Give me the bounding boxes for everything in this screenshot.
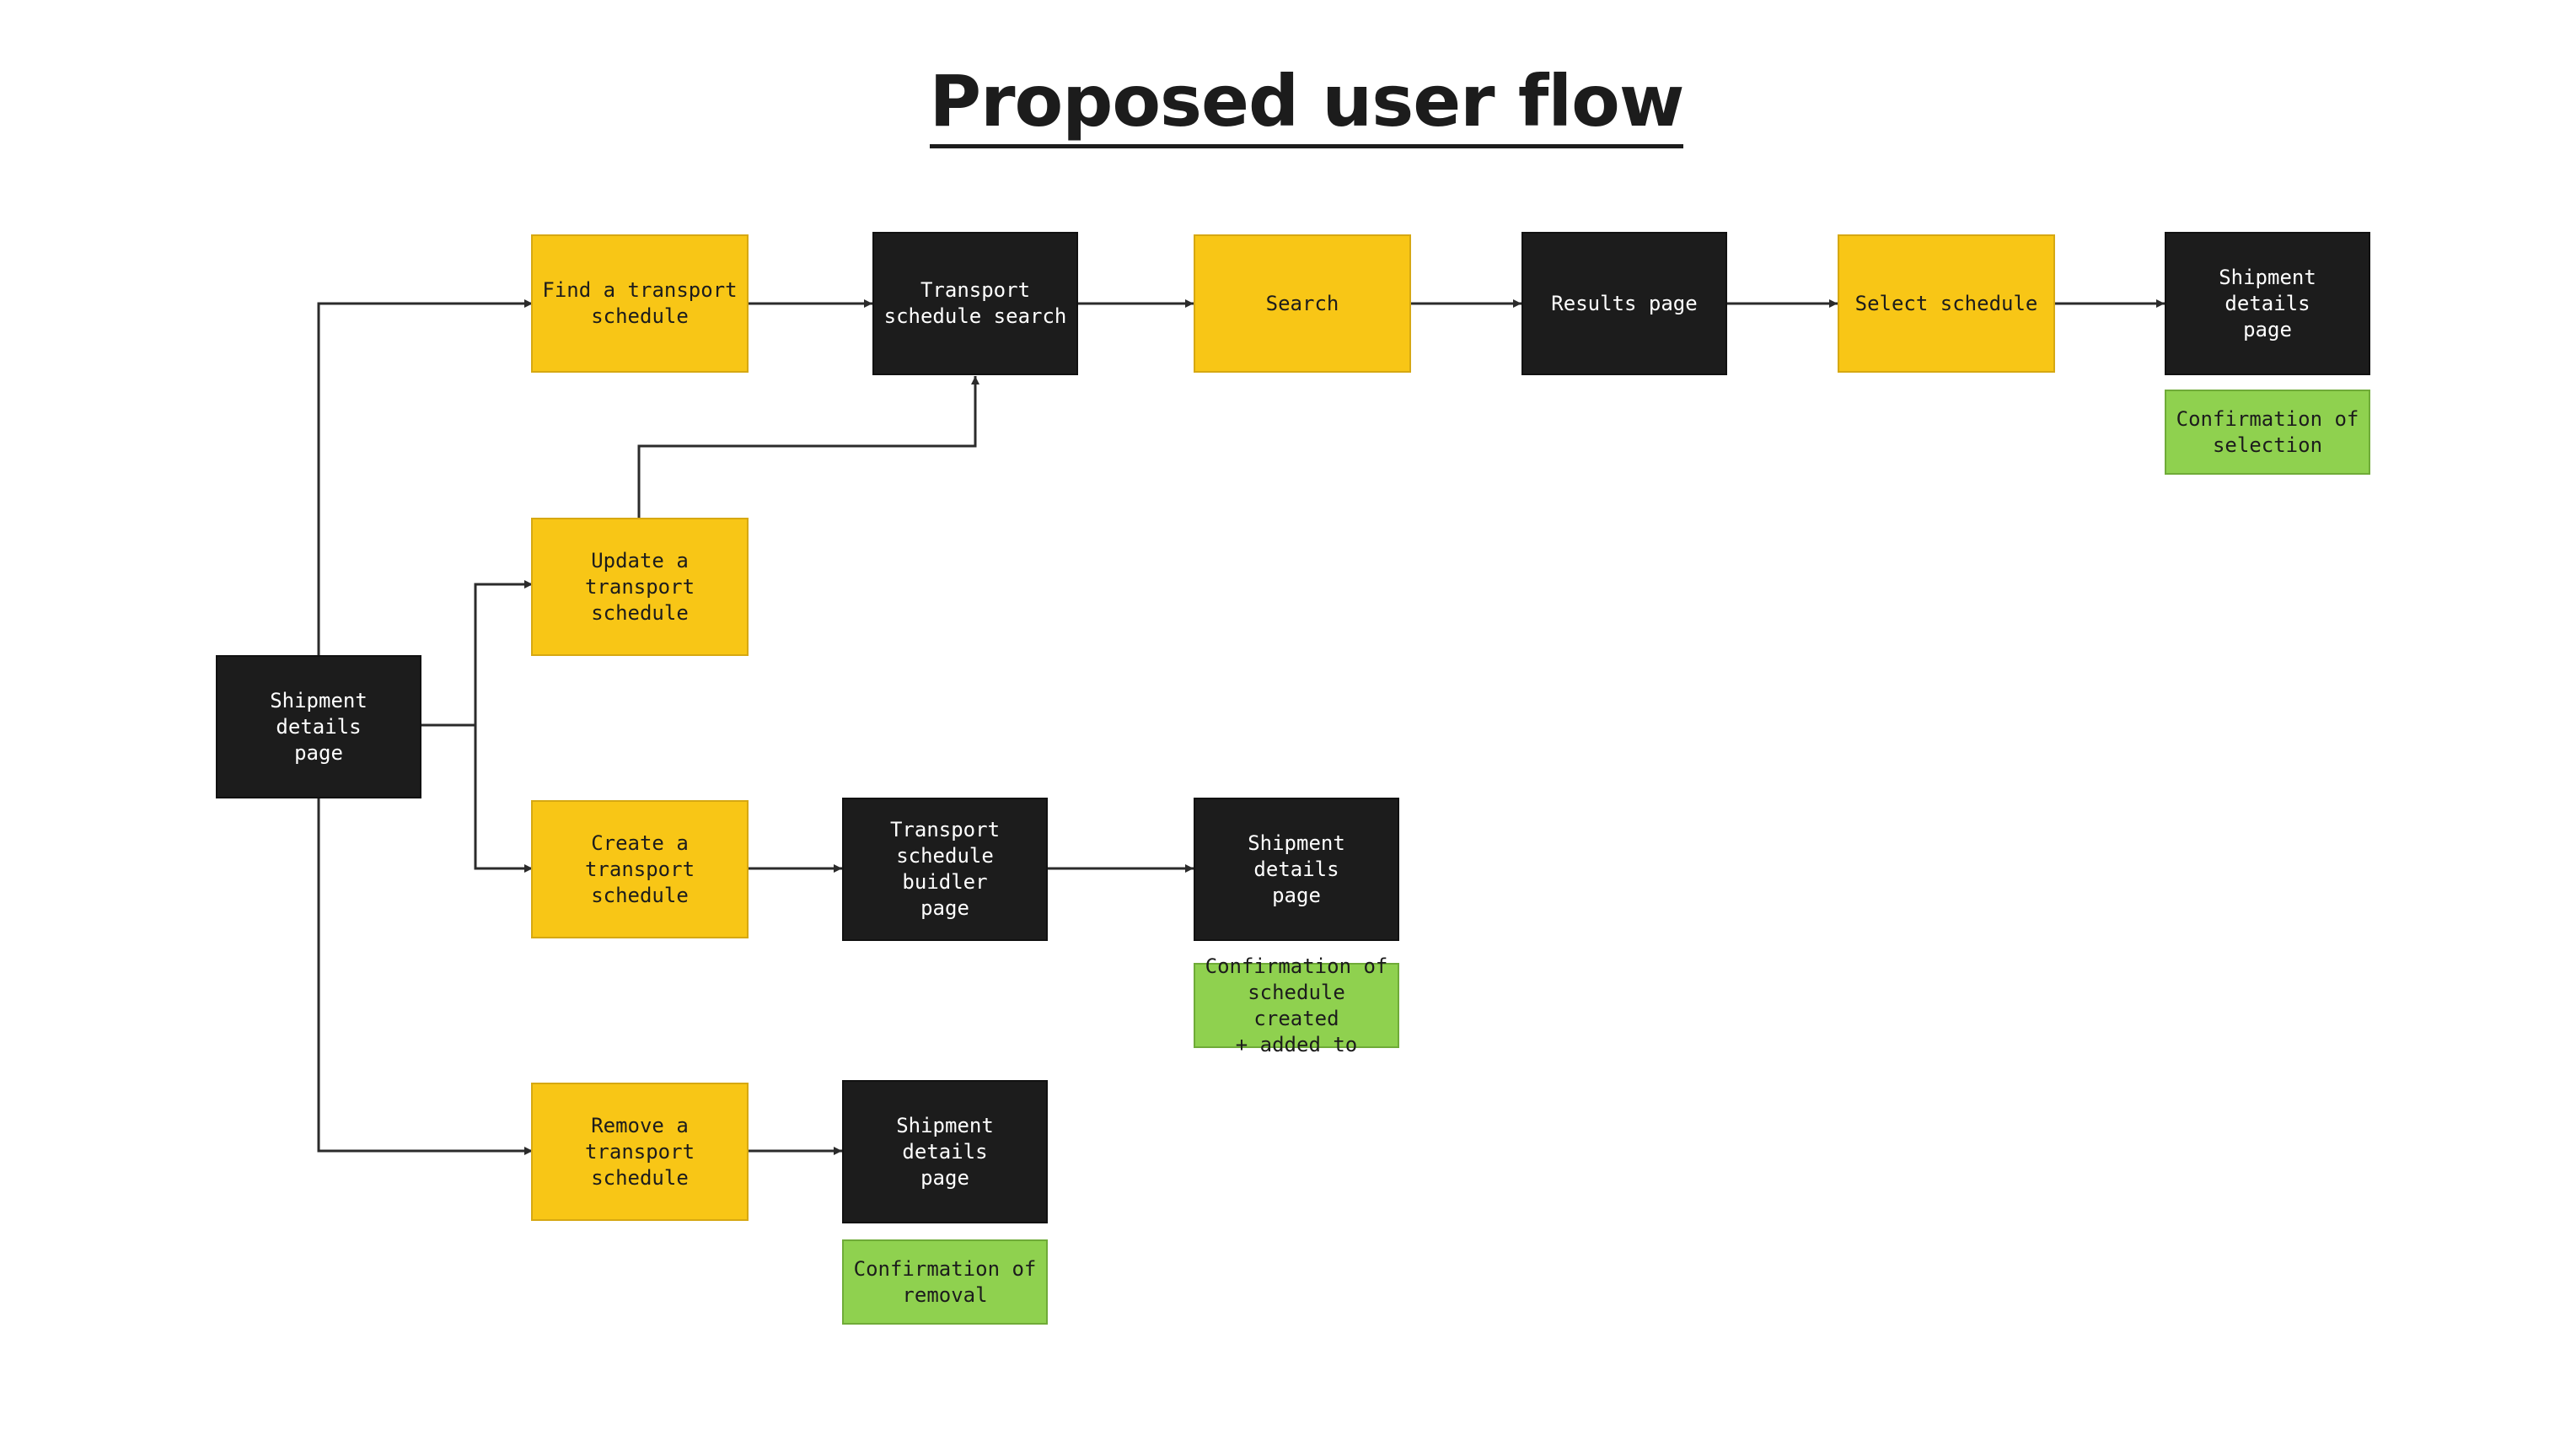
node-find-transport-schedule: Find a transport schedule bbox=[531, 234, 749, 373]
node-transport-schedule-builder-page: Transport schedule buidler page bbox=[842, 798, 1048, 941]
connector-root-to-remove bbox=[317, 797, 533, 1155]
connector-root-to-find bbox=[317, 299, 533, 658]
node-shipment-details-after-remove: Shipment details page bbox=[842, 1080, 1048, 1223]
node-search: Search bbox=[1194, 234, 1411, 373]
node-confirmation-of-removal: Confirmation of removal bbox=[842, 1239, 1048, 1325]
node-create-transport-schedule: Create a transport schedule bbox=[531, 800, 749, 938]
node-select-schedule: Select schedule bbox=[1838, 234, 2055, 373]
node-shipment-details-after-select: Shipment details page bbox=[2165, 232, 2370, 375]
node-update-transport-schedule: Update a transport schedule bbox=[531, 518, 749, 656]
connector-branch-to-update bbox=[474, 580, 533, 725]
page-title-text: Proposed user flow bbox=[929, 60, 1684, 148]
node-confirmation-schedule-created: Confirmation of schedule created + added… bbox=[1194, 954, 1399, 1056]
node-confirmation-of-selection: Confirmation of selection bbox=[2165, 390, 2370, 475]
node-results-page: Results page bbox=[1521, 232, 1727, 375]
node-remove-transport-schedule: Remove a transport schedule bbox=[531, 1083, 749, 1221]
page-title: Proposed user flow bbox=[0, 60, 2576, 148]
node-transport-schedule-search: Transport schedule search bbox=[872, 232, 1078, 375]
connector-branch-to-create bbox=[474, 725, 533, 873]
node-shipment-details-root: Shipment details page bbox=[216, 655, 421, 798]
node-shipment-details-after-create: Shipment details page bbox=[1194, 798, 1399, 941]
connector-update-to-search-page bbox=[637, 376, 979, 518]
